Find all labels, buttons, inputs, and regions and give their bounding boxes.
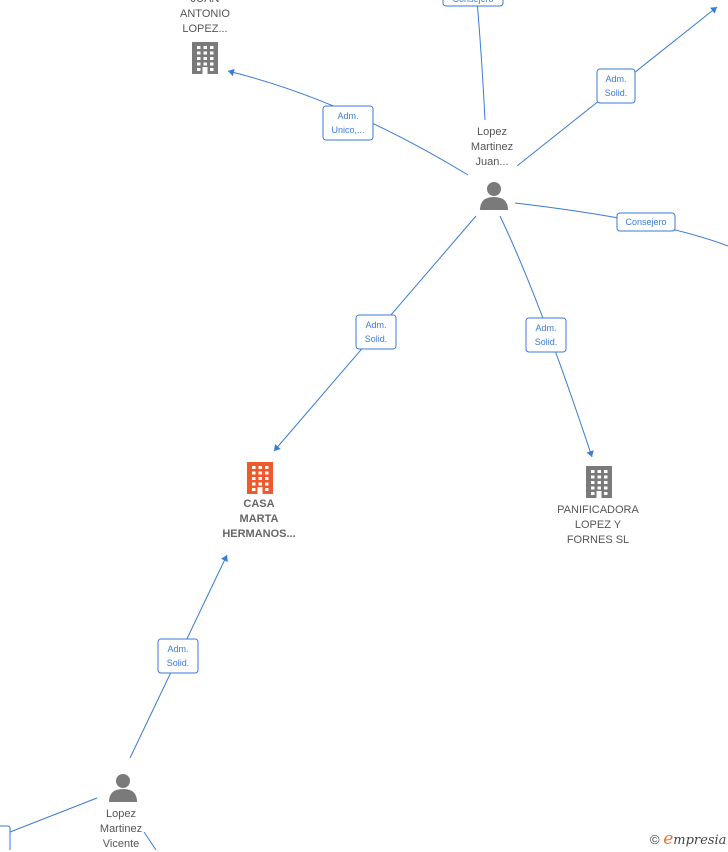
panificadora-building-icon[interactable] (586, 466, 612, 498)
edge-label-text: Solid. (605, 88, 628, 98)
edge-label-box (616, 212, 676, 232)
node-label-line: MARTA (239, 513, 279, 525)
edge-label-e-consejero-top[interactable]: Consejero (442, 0, 504, 7)
e-adm-solid-vicente-arrowhead (221, 555, 228, 562)
edge-label-e-consejero-right[interactable]: Consejero (616, 212, 676, 232)
edge-label-box (355, 314, 397, 350)
e-consejero-top-line (476, 0, 486, 121)
edge-label-box (525, 317, 567, 353)
e-adm-solid-topright-arrowhead (710, 7, 717, 14)
copyright-symbol: © (650, 832, 660, 847)
node-label-line: Martinez (470, 141, 514, 153)
empresia-watermark: © empresia (650, 829, 726, 849)
edge-label-text: Consejero (625, 217, 666, 227)
node-label-line: Lopez (477, 126, 507, 138)
node-label-line: Juan... (475, 156, 509, 168)
edge-label-text: Adm. (535, 323, 556, 333)
edge-label-e-adm-unico[interactable]: Adm. Unico,... (322, 105, 374, 141)
lopez-vicente-person-icon[interactable] (109, 774, 137, 802)
brand-word: mpresia (673, 833, 727, 848)
edge-label-text: Solid. (365, 334, 388, 344)
node-label-line: Martinez (99, 823, 143, 835)
edge-label-text: Adm. (605, 74, 626, 84)
edge-label-box (322, 105, 374, 141)
edge-label-text: Adm. (337, 111, 358, 121)
casa-marta-label[interactable]: CASA MARTA HERMANOS... (199, 497, 319, 542)
node-label-line: CASA (243, 498, 275, 510)
juan-antonio-label[interactable]: JUANANTONIO LOPEZ... (145, 0, 265, 37)
node-label-line: LOPEZ... (182, 23, 228, 35)
edge-vicente-down (143, 831, 157, 850)
node-label-line: JUAN (145, 0, 265, 7)
panificadora-label[interactable]: PANIFICADORA LOPEZ Y FORNES SL (538, 503, 658, 548)
edge-label-offscreen (0, 825, 11, 850)
e-adm-solid-pan-arrowhead (586, 450, 594, 457)
edge-vicente-left (9, 797, 98, 833)
edge-label-e-adm-solid-pan[interactable]: Adm. Solid. (525, 317, 567, 353)
edge-label-text: Solid. (167, 658, 190, 668)
e-adm-unico-arrowhead (228, 68, 235, 77)
brand-initial: e (663, 829, 674, 849)
node-label-line: PANIFICADORA (557, 504, 639, 516)
node-label-line: FORNES SL (566, 534, 630, 546)
juan-antonio-building-icon[interactable] (192, 42, 218, 74)
casa-marta-building-icon[interactable] (247, 462, 273, 494)
node-label-line: LOPEZ Y (574, 519, 622, 531)
edge-label-text: Adm. (365, 320, 386, 330)
edge-label-text: Unico,... (331, 125, 364, 135)
edge-label-box (442, 0, 504, 7)
edge-label-e-adm-solid-vicente[interactable]: Adm. Solid. (157, 638, 199, 674)
edge-label-box (157, 638, 199, 674)
node-label-line: ANTONIO (180, 8, 230, 20)
edge-label-text: Solid. (535, 337, 558, 347)
edge-label-text: Consejero (452, 0, 493, 4)
node-label-line: Vicente (102, 838, 140, 850)
e-adm-solid-casa-arrowhead (274, 444, 281, 451)
edge-label-text: Adm. (167, 644, 188, 654)
lopez-juan-person-icon[interactable] (480, 182, 508, 210)
edge-label-e-adm-solid-topright[interactable]: Adm. Solid. (596, 68, 636, 104)
node-label-line: Lopez (106, 808, 136, 820)
edge-label-box (596, 68, 636, 104)
edge-label-e-adm-solid-casa[interactable]: Adm. Solid. (355, 314, 397, 350)
node-label-line: HERMANOS... (222, 528, 296, 540)
